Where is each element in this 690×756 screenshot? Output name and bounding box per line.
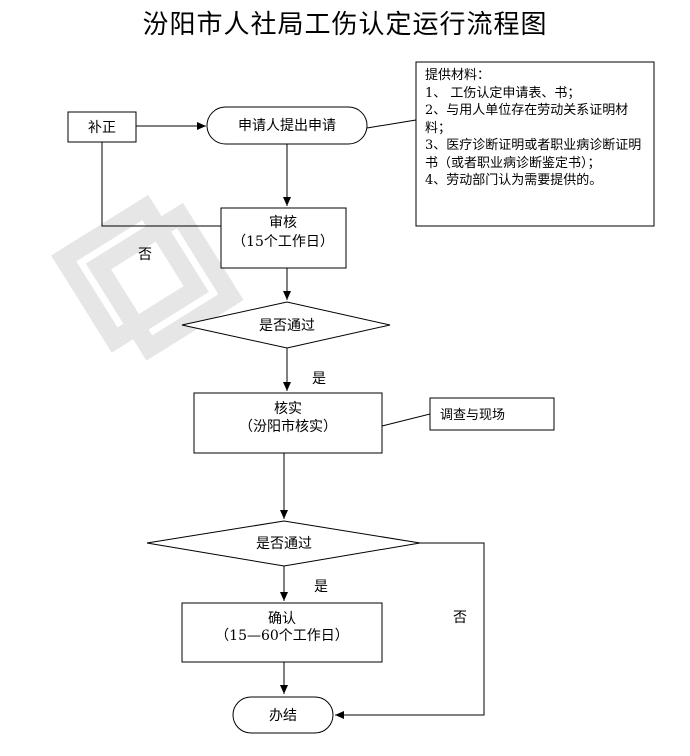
edge-label-no-review: 否 <box>138 247 152 263</box>
materials-callout-pointer <box>366 119 417 132</box>
correct-label: 补正 <box>88 120 116 136</box>
done-node <box>232 696 334 734</box>
investigate-callout-pointer <box>381 413 431 427</box>
materials-note-box <box>415 61 655 227</box>
page-title: 汾阳市人社局工伤认定运行流程图 <box>142 10 548 40</box>
verify-detail: （汾阳市核实） <box>239 418 337 435</box>
verify-box <box>193 392 383 454</box>
confirm-label: 确认 <box>268 611 296 627</box>
materials-note: 提供材料： 1、 工伤认定申请表、书； 2、与用人单位存在劳动关系证明材料； 3… <box>425 68 642 188</box>
review-box <box>220 207 347 269</box>
decision1-diamond <box>181 301 391 349</box>
apply-label: 申请人提出申请 <box>238 118 336 134</box>
review-duration: （15个工作日） <box>232 234 334 250</box>
decision2-label: 是否通过 <box>256 536 312 552</box>
confirm-box <box>181 602 383 663</box>
edge-label-yes-decision2: 是 <box>314 579 328 595</box>
edge-label-no-decision2: 否 <box>453 610 467 626</box>
arrow-decision2-no-to-done <box>335 542 485 719</box>
arrow-review-back-to-correct <box>101 142 221 227</box>
done-label: 办结 <box>269 708 297 724</box>
confirm-duration: （15—60个工作日） <box>215 628 349 644</box>
verify-label: 核实 <box>274 401 302 417</box>
decision1-label: 是否通过 <box>259 318 315 334</box>
edge-label-yes-decision1: 是 <box>312 371 326 387</box>
review-label: 审核 <box>269 215 297 231</box>
investigate-label: 调查与现场 <box>440 408 505 423</box>
investigate-box <box>429 397 555 431</box>
correct-box <box>67 111 137 143</box>
